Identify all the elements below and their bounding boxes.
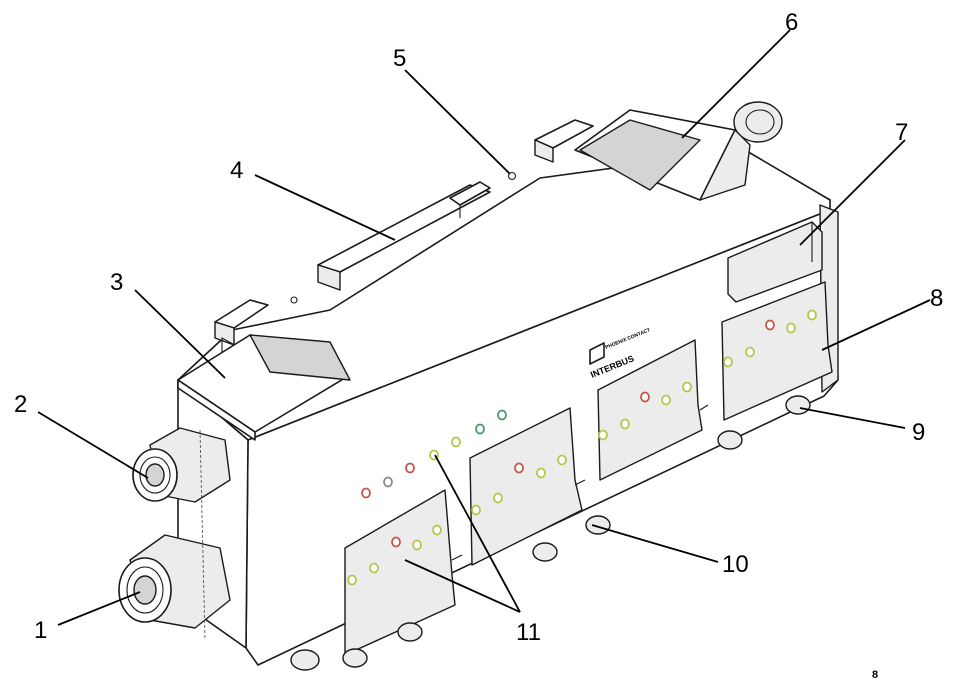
status-led [536, 467, 546, 479]
connector-bay-3 [597, 339, 703, 481]
status-led [432, 524, 442, 536]
status-led [405, 462, 415, 474]
callout-2: 2 [14, 391, 27, 418]
callout-5: 5 [393, 45, 406, 72]
status-led [412, 539, 422, 551]
status-led [557, 454, 567, 466]
status-led [640, 391, 650, 403]
status-led [745, 346, 755, 358]
status-led [361, 487, 371, 499]
callout-4: 4 [230, 157, 243, 184]
callout-9: 9 [912, 419, 925, 446]
status-led [786, 322, 796, 334]
status-led [514, 462, 524, 474]
status-led [391, 536, 401, 548]
cable-gland-lower [118, 534, 231, 629]
callout-labels: 1 2 3 4 5 6 7 8 9 10 11 [14, 9, 943, 646]
status-led [765, 319, 775, 331]
callout-6: 6 [785, 9, 798, 36]
connector-bay-2 [469, 407, 583, 566]
right-end-slot [727, 221, 823, 303]
callout-10: 10 [722, 551, 749, 578]
status-led [682, 381, 692, 393]
callout-7: 7 [895, 119, 908, 146]
status-indicator-hole [507, 171, 517, 181]
status-led [347, 574, 357, 586]
status-leds [347, 309, 817, 586]
status-led [620, 418, 630, 430]
status-led [723, 356, 733, 368]
callout-3: 3 [110, 269, 123, 296]
top-latch-right [534, 119, 594, 163]
callout-11: 11 [516, 619, 541, 646]
status-led [451, 436, 461, 448]
left-connector-module [177, 334, 351, 441]
callout-8: 8 [930, 285, 943, 312]
status-led [471, 504, 481, 516]
status-led [493, 492, 503, 504]
connector-bay-4 [721, 281, 833, 421]
rear-cable-gland [733, 101, 783, 143]
status-led [383, 476, 393, 488]
status-led [475, 423, 485, 435]
callout-1: 1 [34, 617, 47, 644]
status-led [497, 409, 507, 421]
status-led [369, 562, 379, 574]
connector-bay-1 [344, 489, 456, 656]
callout-leaders [37, 29, 931, 626]
cable-gland-upper [132, 427, 231, 503]
status-led [598, 429, 608, 441]
corner-mark: 8 [872, 669, 878, 681]
top-connector-rail [317, 181, 491, 291]
right-connector-module [574, 109, 751, 201]
status-led [661, 394, 671, 406]
status-led [807, 309, 817, 321]
